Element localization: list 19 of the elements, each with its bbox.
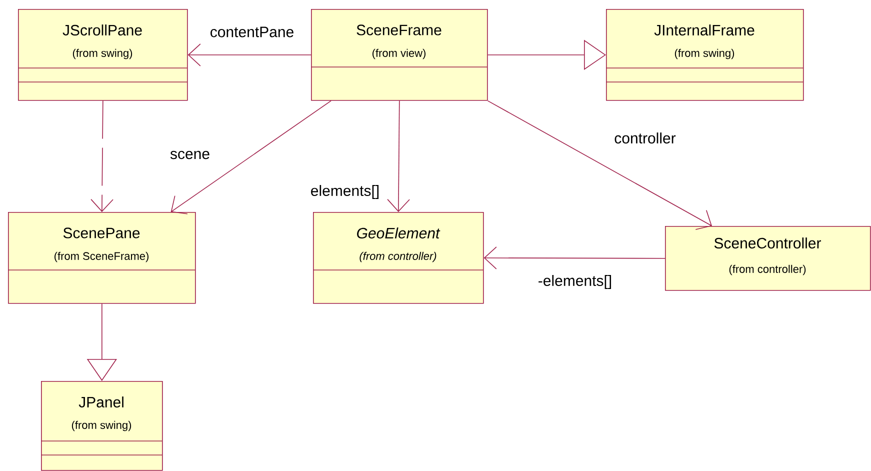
association-arrow: [487, 100, 712, 230]
class-box: JPanel (from swing): [40, 381, 163, 471]
association-arrow: [484, 246, 666, 270]
class-box: ScenePane (from SceneFrame): [8, 212, 196, 304]
edge-label: elements[]: [311, 185, 379, 199]
association-arrow: [90, 100, 114, 212]
association-arrow: [387, 100, 410, 212]
class-box: JInternalFrame (from swing): [606, 9, 804, 101]
class-box: GeoElement (from controller): [312, 212, 484, 304]
class-box: JScrollPane (from swing): [18, 9, 188, 101]
association-arrow: [188, 44, 312, 66]
class-box: SceneFrame (from view): [310, 9, 488, 101]
edge-label: controller: [614, 132, 676, 144]
generalization-arrow: [487, 40, 606, 70]
edge-label: -elements[]: [538, 275, 611, 289]
association-arrow: [170, 100, 332, 214]
class-box: SceneController (from controller): [665, 226, 871, 291]
edge-label: contentPane: [210, 26, 294, 38]
edge-label: scene: [170, 150, 210, 160]
